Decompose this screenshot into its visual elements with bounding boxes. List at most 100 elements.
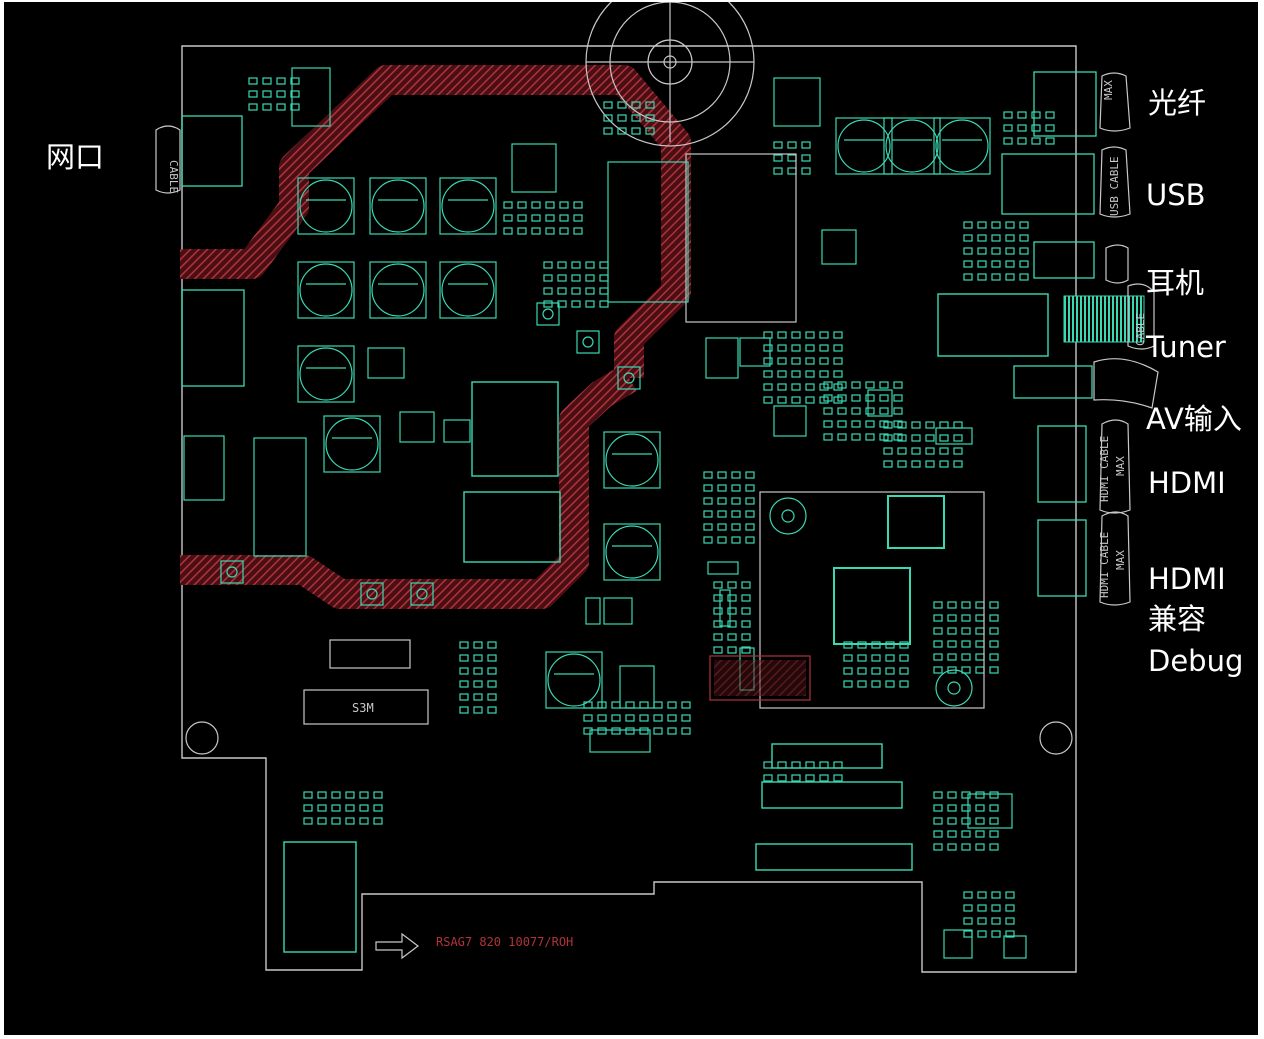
smd-part	[777, 396, 787, 404]
smd-part	[961, 627, 971, 635]
smd-part	[727, 633, 737, 641]
smd-part	[791, 396, 801, 404]
smd-part	[303, 804, 313, 812]
smd-part	[933, 843, 943, 851]
smd-part	[833, 344, 843, 352]
copper-trace-lower	[180, 365, 637, 609]
smd-part	[1005, 247, 1015, 255]
smd-part	[893, 407, 903, 415]
smd-part	[745, 471, 755, 479]
smd-part	[893, 394, 903, 402]
smd-part	[1005, 891, 1015, 899]
right-connectors	[155, 72, 1159, 606]
red-connector	[709, 655, 811, 701]
smd-part	[585, 261, 595, 269]
ic-footprint	[367, 347, 405, 379]
smd-part	[823, 407, 833, 415]
capacitor-body	[371, 263, 425, 317]
label-ethernet: 网口	[46, 140, 105, 174]
smd-part	[787, 167, 797, 175]
smd-part	[345, 817, 355, 825]
smd-part	[961, 804, 971, 812]
silk-hdmi-cable-2: HDMI CABLE	[1098, 532, 1111, 598]
capacitor-body	[547, 653, 601, 707]
smd-part	[331, 791, 341, 799]
ic-footprint	[603, 597, 633, 625]
smd-part	[851, 407, 861, 415]
smd-part	[599, 300, 609, 308]
smd-part	[805, 774, 815, 782]
smd-part	[459, 654, 469, 662]
smd-part	[899, 654, 909, 662]
capacitor-footprint	[835, 117, 893, 175]
label-hdmi-1: HDMI	[1148, 466, 1226, 500]
transformer	[463, 491, 561, 563]
smd-part	[763, 344, 773, 352]
smd-part	[1005, 234, 1015, 242]
smd-part	[741, 594, 751, 602]
smd-part	[857, 680, 867, 688]
smd-part	[805, 761, 815, 769]
right-connector-bodies	[181, 71, 1097, 597]
smd-part	[963, 904, 973, 912]
smd-part	[977, 247, 987, 255]
smd-part	[805, 344, 815, 352]
smd-part	[865, 394, 875, 402]
via	[416, 588, 428, 600]
smd-part	[947, 614, 957, 622]
smd-part	[885, 680, 895, 688]
smd-part	[989, 804, 999, 812]
via	[542, 308, 554, 320]
smd-part	[531, 227, 541, 235]
smd-part	[727, 646, 737, 654]
via	[366, 588, 378, 600]
smd-part	[871, 654, 881, 662]
smd-part	[639, 727, 649, 735]
smd-part	[487, 667, 497, 675]
smd-part	[597, 714, 607, 722]
smd-part	[545, 214, 555, 222]
ic-footprint	[619, 665, 655, 709]
smd-part	[977, 221, 987, 229]
smd-part	[963, 273, 973, 281]
smd-part	[933, 830, 943, 838]
smd-part	[991, 221, 1001, 229]
smd-part	[865, 433, 875, 441]
smd-part	[975, 843, 985, 851]
smd-part	[989, 817, 999, 825]
smd-part	[1003, 124, 1013, 132]
capacitor-footprint	[883, 117, 941, 175]
smd-part	[473, 641, 483, 649]
smd-part	[631, 101, 641, 109]
smd-part	[953, 434, 963, 442]
smd-part	[473, 654, 483, 662]
smd-part	[777, 331, 787, 339]
smd-part	[487, 654, 497, 662]
smd-part	[359, 804, 369, 812]
smd-part	[851, 420, 861, 428]
capacitor-footprint	[545, 651, 603, 709]
smd-part	[681, 714, 691, 722]
smd-part	[717, 510, 727, 518]
smd-part	[911, 447, 921, 455]
smd-part	[791, 370, 801, 378]
smd-part	[823, 433, 833, 441]
smd-part	[617, 114, 627, 122]
smd-part	[1019, 247, 1029, 255]
smd-part	[777, 370, 787, 378]
smd-part	[857, 667, 867, 675]
smd-part	[791, 357, 801, 365]
smd-part	[290, 90, 300, 98]
smd-part	[989, 791, 999, 799]
smd-part	[543, 287, 553, 295]
capacitor-body	[441, 179, 495, 233]
smd-part	[823, 420, 833, 428]
smd-part	[963, 221, 973, 229]
smd-part	[727, 581, 737, 589]
smd-part	[331, 804, 341, 812]
smd-part	[865, 407, 875, 415]
capacitor-footprint	[297, 261, 355, 319]
ic-footprint	[773, 405, 807, 437]
smd-part	[717, 523, 727, 531]
smd-part	[1005, 904, 1015, 912]
